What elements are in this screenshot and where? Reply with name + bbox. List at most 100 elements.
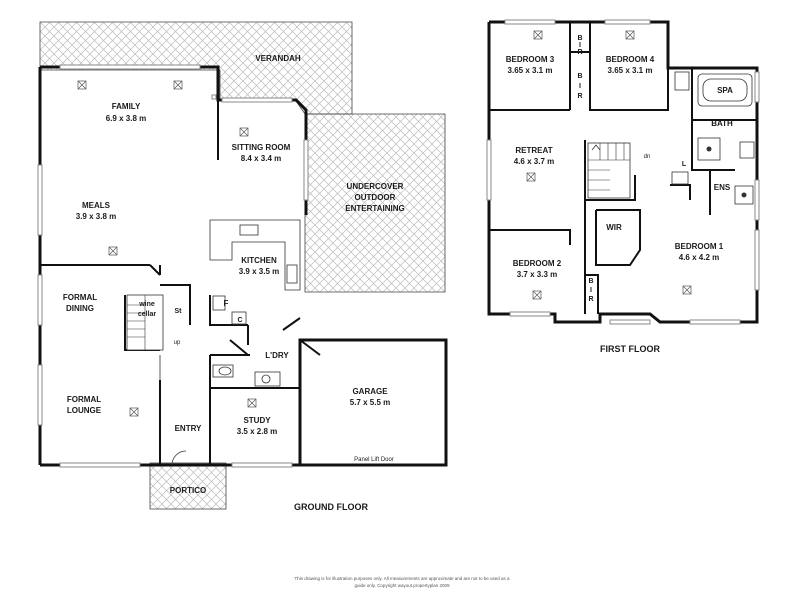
ceiling-light-icon bbox=[526, 172, 536, 182]
retreat-label: RETREAT bbox=[515, 146, 552, 155]
disclaimer-line-1: This drawing is for illustration purpose… bbox=[294, 576, 510, 581]
interior-wall bbox=[209, 295, 248, 326]
toilet-bowl bbox=[218, 366, 232, 376]
panel-lift-door-label: Panel Lift Door bbox=[354, 457, 394, 463]
family-label: FAMILY bbox=[112, 102, 141, 111]
bedroom-2-size: 3.7 x 3.3 m bbox=[517, 270, 557, 279]
portico-area bbox=[149, 462, 227, 510]
window bbox=[609, 319, 651, 325]
cupboard-label: C bbox=[237, 317, 242, 324]
window bbox=[211, 94, 217, 100]
ceiling-light-icon bbox=[77, 80, 87, 90]
interior-wall bbox=[589, 22, 669, 111]
staircase bbox=[587, 142, 631, 199]
interior-wall bbox=[489, 229, 571, 245]
bir-label-b: B bbox=[577, 35, 582, 42]
ensuite-label: ENS bbox=[714, 183, 731, 192]
bir3-label-r: R bbox=[588, 296, 593, 303]
ceiling-light-icon bbox=[247, 398, 257, 408]
interior-wall bbox=[670, 184, 691, 200]
bedroom-3-label: BEDROOM 3 bbox=[506, 55, 555, 64]
entry-label: ENTRY bbox=[175, 424, 202, 433]
ceiling-light-icon bbox=[625, 30, 635, 40]
kitchen-bench bbox=[209, 219, 301, 291]
bir2-label-r: R bbox=[577, 93, 582, 100]
sitting-room-label: SITTING ROOM bbox=[232, 143, 291, 152]
study-label: STUDY bbox=[243, 416, 271, 425]
stairs-down-label: dn bbox=[644, 154, 651, 160]
stairs-up-label: up bbox=[174, 340, 181, 346]
ceiling-light-icon bbox=[173, 80, 183, 90]
portico-label: PORTICO bbox=[170, 486, 206, 495]
family-size: 6.9 x 3.8 m bbox=[106, 114, 146, 123]
kitchen-size: 3.9 x 3.5 m bbox=[239, 267, 279, 276]
sink bbox=[286, 264, 298, 284]
door-swing bbox=[149, 264, 161, 276]
basin bbox=[739, 141, 755, 159]
window bbox=[689, 319, 741, 325]
toilet bbox=[674, 71, 690, 91]
meals-label: MEALS bbox=[82, 201, 111, 210]
window bbox=[37, 274, 43, 326]
ceiling-light-icon bbox=[682, 285, 692, 295]
meals-size: 3.9 x 3.8 m bbox=[76, 212, 116, 221]
bir2-label-i: I bbox=[579, 83, 581, 90]
window bbox=[754, 71, 760, 103]
interior-wall bbox=[584, 200, 599, 314]
door-swing bbox=[299, 339, 321, 356]
garage-walls bbox=[298, 338, 448, 467]
window bbox=[303, 139, 309, 201]
cupboard bbox=[231, 311, 247, 325]
retreat-size: 4.6 x 3.7 m bbox=[514, 157, 554, 166]
window bbox=[59, 64, 201, 70]
door-swing bbox=[229, 339, 249, 356]
window bbox=[509, 311, 551, 317]
bir-label-r: R bbox=[577, 49, 582, 56]
bir-label-i: I bbox=[579, 42, 581, 49]
ground-floor-title: GROUND FLOOR bbox=[294, 502, 368, 512]
undercover-label-1: UNDERCOVER bbox=[347, 182, 404, 191]
interior-wall bbox=[160, 284, 191, 325]
fridge-space bbox=[212, 295, 226, 311]
undercover-label-3: ENTERTAINING bbox=[345, 204, 404, 213]
ceiling-light-icon bbox=[533, 30, 543, 40]
spa-label: SPA bbox=[717, 86, 733, 95]
bedroom-4-size: 3.65 x 3.1 m bbox=[608, 66, 653, 75]
garage-label: GARAGE bbox=[352, 387, 388, 396]
wir-label: WIR bbox=[606, 223, 622, 232]
window bbox=[37, 364, 43, 426]
bath-label: BATH bbox=[711, 119, 733, 128]
bir2-label-b: B bbox=[577, 73, 582, 80]
linen bbox=[671, 171, 689, 185]
bedroom-1-size: 4.6 x 4.2 m bbox=[679, 253, 719, 262]
wine-cellar-label-1: wine bbox=[138, 301, 155, 308]
undercover-area bbox=[304, 113, 446, 293]
laundry-label: L'DRY bbox=[265, 351, 289, 360]
kitchen-label: KITCHEN bbox=[241, 256, 277, 265]
storage-label: St bbox=[175, 308, 183, 315]
window bbox=[754, 229, 760, 291]
cooktop bbox=[239, 224, 259, 236]
entry-door bbox=[171, 450, 187, 466]
sitting-room-size: 8.4 x 3.4 m bbox=[241, 154, 281, 163]
study-size: 3.5 x 2.8 m bbox=[237, 427, 277, 436]
window bbox=[231, 462, 293, 468]
linen-label: L bbox=[682, 161, 687, 168]
garage-size: 5.7 x 5.5 m bbox=[350, 398, 390, 407]
interior-wall bbox=[282, 317, 301, 331]
ceiling-light-icon bbox=[532, 290, 542, 300]
window bbox=[604, 19, 651, 25]
bedroom-4-label: BEDROOM 4 bbox=[606, 55, 655, 64]
disclaimer-line-2: guide only. Copyright wayout.propertypla… bbox=[355, 583, 450, 588]
formal-dining-label-2: DINING bbox=[66, 304, 94, 313]
window bbox=[754, 179, 760, 221]
bedroom-1-label: BEDROOM 1 bbox=[675, 242, 724, 251]
first-floor: BEDROOM 3 3.65 x 3.1 m BEDROOM 4 3.65 x … bbox=[486, 19, 760, 354]
undercover-label-2: OUTDOOR bbox=[355, 193, 396, 202]
fridge-label: F bbox=[224, 299, 229, 308]
ceiling-light-icon bbox=[129, 407, 139, 417]
window bbox=[486, 139, 492, 201]
wine-cellar-label-2: cellar bbox=[138, 311, 157, 318]
verandah-label: VERANDAH bbox=[255, 54, 301, 63]
